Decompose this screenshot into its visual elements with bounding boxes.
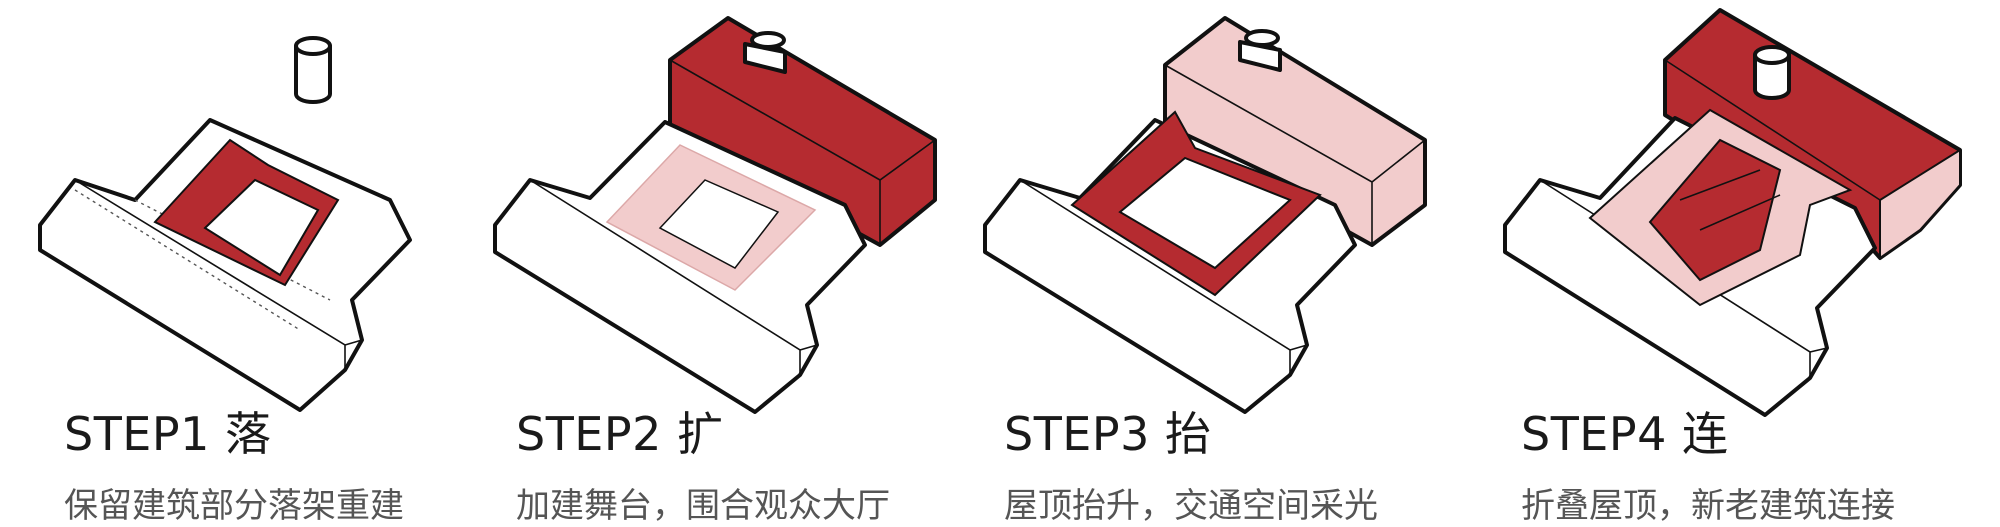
step2-caption: 加建舞台，围合观众大厅 [516, 486, 890, 526]
step1-chimney [294, 36, 332, 104]
step1-caption: 保留建筑部分落架重建 [64, 486, 404, 526]
step2-title: STEP2 扩 [516, 407, 724, 461]
step3-title: STEP3 抬 [1004, 407, 1212, 461]
step4-title: STEP4 连 [1521, 407, 1729, 461]
step1-model [38, 36, 412, 412]
step4-caption: 折叠屋顶，新老建筑连接 [1521, 486, 1895, 526]
step3-caption: 屋顶抬升，交通空间采光 [1004, 486, 1378, 526]
step3-model [983, 16, 1427, 414]
step4-model [1503, 8, 1962, 417]
step2-model [493, 16, 937, 414]
step1-title: STEP1 落 [64, 407, 272, 461]
